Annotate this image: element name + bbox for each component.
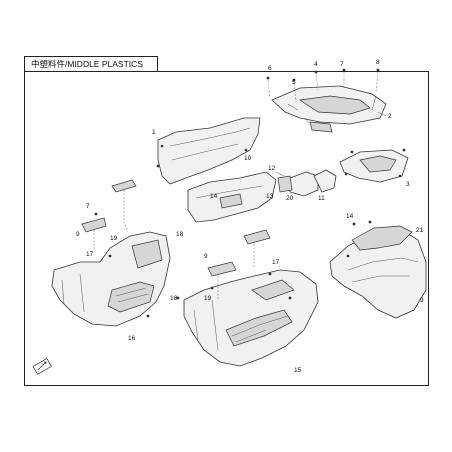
diagram-border	[24, 71, 429, 386]
callout-21: 21	[416, 227, 424, 234]
callout-9b: 9	[76, 231, 80, 238]
callout-13: 13	[266, 193, 274, 200]
part-16-footwell	[51, 231, 171, 327]
callouts: 6 5 4 7 8 2 3 1 10 11 12 13 14 20 14 21 …	[76, 59, 424, 374]
callout-10: 10	[244, 155, 252, 162]
part-11-cover	[277, 169, 337, 197]
part-13-tunnel	[187, 171, 277, 223]
callout-17: 17	[86, 251, 94, 258]
callout-19: 19	[110, 235, 118, 242]
callout-17b: 17	[272, 259, 280, 266]
title-tab: 中塑料件/MIDDLE PLASTICS	[24, 56, 158, 72]
arrow-icon	[32, 358, 52, 375]
part-2-panel	[271, 85, 387, 133]
callout-7b: 7	[86, 203, 90, 210]
callout-3: 3	[406, 181, 410, 188]
callout-12: 12	[268, 165, 276, 172]
callout-7: 7	[340, 61, 344, 68]
callout-15: 15	[294, 367, 302, 374]
callout-18b: 18	[170, 295, 178, 302]
leader-lines	[93, 71, 387, 300]
part-9-fender	[329, 225, 427, 319]
page-title: 中塑料件/MIDDLE PLASTICS	[31, 59, 143, 69]
callout-11: 11	[318, 195, 325, 202]
callout-9c: 9	[204, 253, 208, 260]
callout-14: 14	[210, 193, 218, 200]
callout-6: 6	[268, 65, 272, 72]
callout-1: 1	[152, 129, 156, 136]
part-15-footwell	[183, 269, 319, 367]
part-3-bracket	[339, 149, 409, 183]
fasteners	[94, 68, 406, 318]
callout-19b: 19	[204, 295, 212, 302]
callout-4: 4	[314, 61, 318, 68]
callout-14b: 14	[346, 213, 354, 220]
callout-2: 2	[388, 113, 392, 120]
part-10-side-panel	[157, 117, 261, 185]
callout-8: 8	[376, 59, 380, 66]
callout-5: 5	[292, 79, 296, 86]
callout-18: 18	[176, 231, 184, 238]
callout-9: 9	[420, 297, 424, 304]
callout-20: 20	[286, 195, 294, 202]
footrest-brackets	[81, 179, 271, 277]
callout-16: 16	[128, 335, 136, 342]
